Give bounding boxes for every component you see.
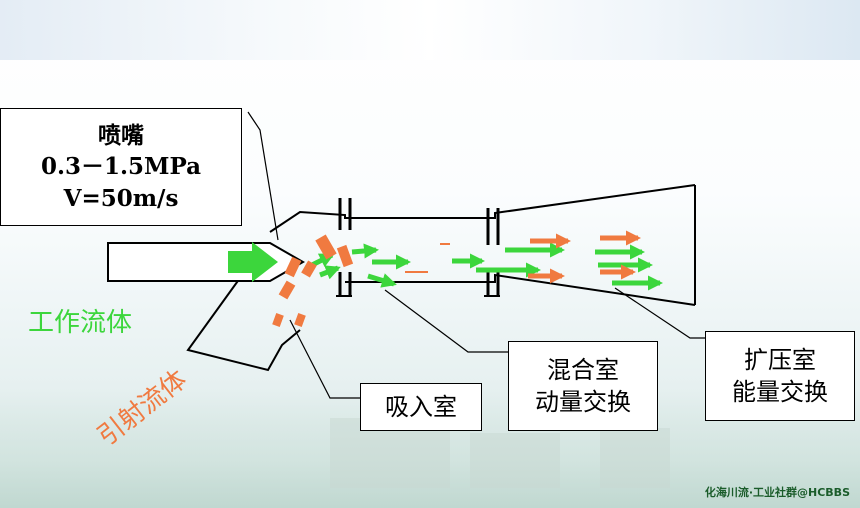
mixing-leader	[384, 289, 510, 353]
ejected-fluid-arrows	[272, 234, 354, 328]
nozzle-leader	[247, 111, 279, 241]
diffuser-bottom-wall	[345, 273, 696, 306]
suction-chamber-label: 吸入室	[385, 392, 457, 421]
working-fluid-arrow	[367, 273, 397, 288]
working-fluid-arrows	[228, 242, 663, 291]
mixing-chamber-subtitle: 动量交换	[535, 388, 631, 416]
working-fluid-main-arrow	[228, 242, 278, 282]
nozzle-pressure: 0.3－1.5MPa	[40, 153, 202, 181]
ejected-fluid-lines	[528, 230, 641, 284]
suction-chamber-label-box: 吸入室	[360, 383, 482, 431]
ejected-fluid-mark	[315, 234, 337, 260]
nozzle-label-box: 喷嘴 0.3－1.5MPa V=50m/s	[0, 108, 242, 226]
mixing-chamber-label-box: 混合室 动量交换	[508, 341, 658, 431]
diffuser-label-box: 扩压室 能量交换	[705, 331, 855, 421]
ejected-fluid-mark	[278, 280, 296, 300]
background-sky	[0, 0, 860, 60]
ejected-fluid-mark	[272, 312, 284, 328]
ejected-fluid-mark	[284, 256, 302, 278]
diffuser-subtitle: 能量交换	[732, 378, 828, 406]
background-building	[600, 428, 670, 488]
flange	[338, 198, 500, 296]
diffuser-leader	[614, 287, 705, 339]
suction-inlet-outline	[186, 277, 301, 372]
nozzle-velocity: V=50m/s	[63, 184, 179, 212]
suction-leader	[289, 319, 360, 399]
working-fluid-arrow	[351, 243, 379, 259]
ejected-fluid-mark	[301, 260, 317, 278]
working-fluid-label: 工作流体	[28, 308, 133, 338]
mixing-top-wall	[269, 184, 696, 233]
working-fluid-arrow	[319, 265, 341, 280]
watermark: 化海川流·工业社群@HCBBS	[704, 486, 850, 499]
mixing-chamber-title: 混合室	[547, 355, 619, 384]
diffuser-title: 扩压室	[744, 345, 816, 374]
ejector-body	[186, 184, 696, 372]
leader-lines	[247, 111, 705, 399]
ejected-fluid-mark	[336, 244, 354, 268]
nozzle-title: 喷嘴	[98, 122, 144, 150]
background-building	[470, 433, 560, 488]
ejected-fluid-mark	[294, 312, 306, 328]
